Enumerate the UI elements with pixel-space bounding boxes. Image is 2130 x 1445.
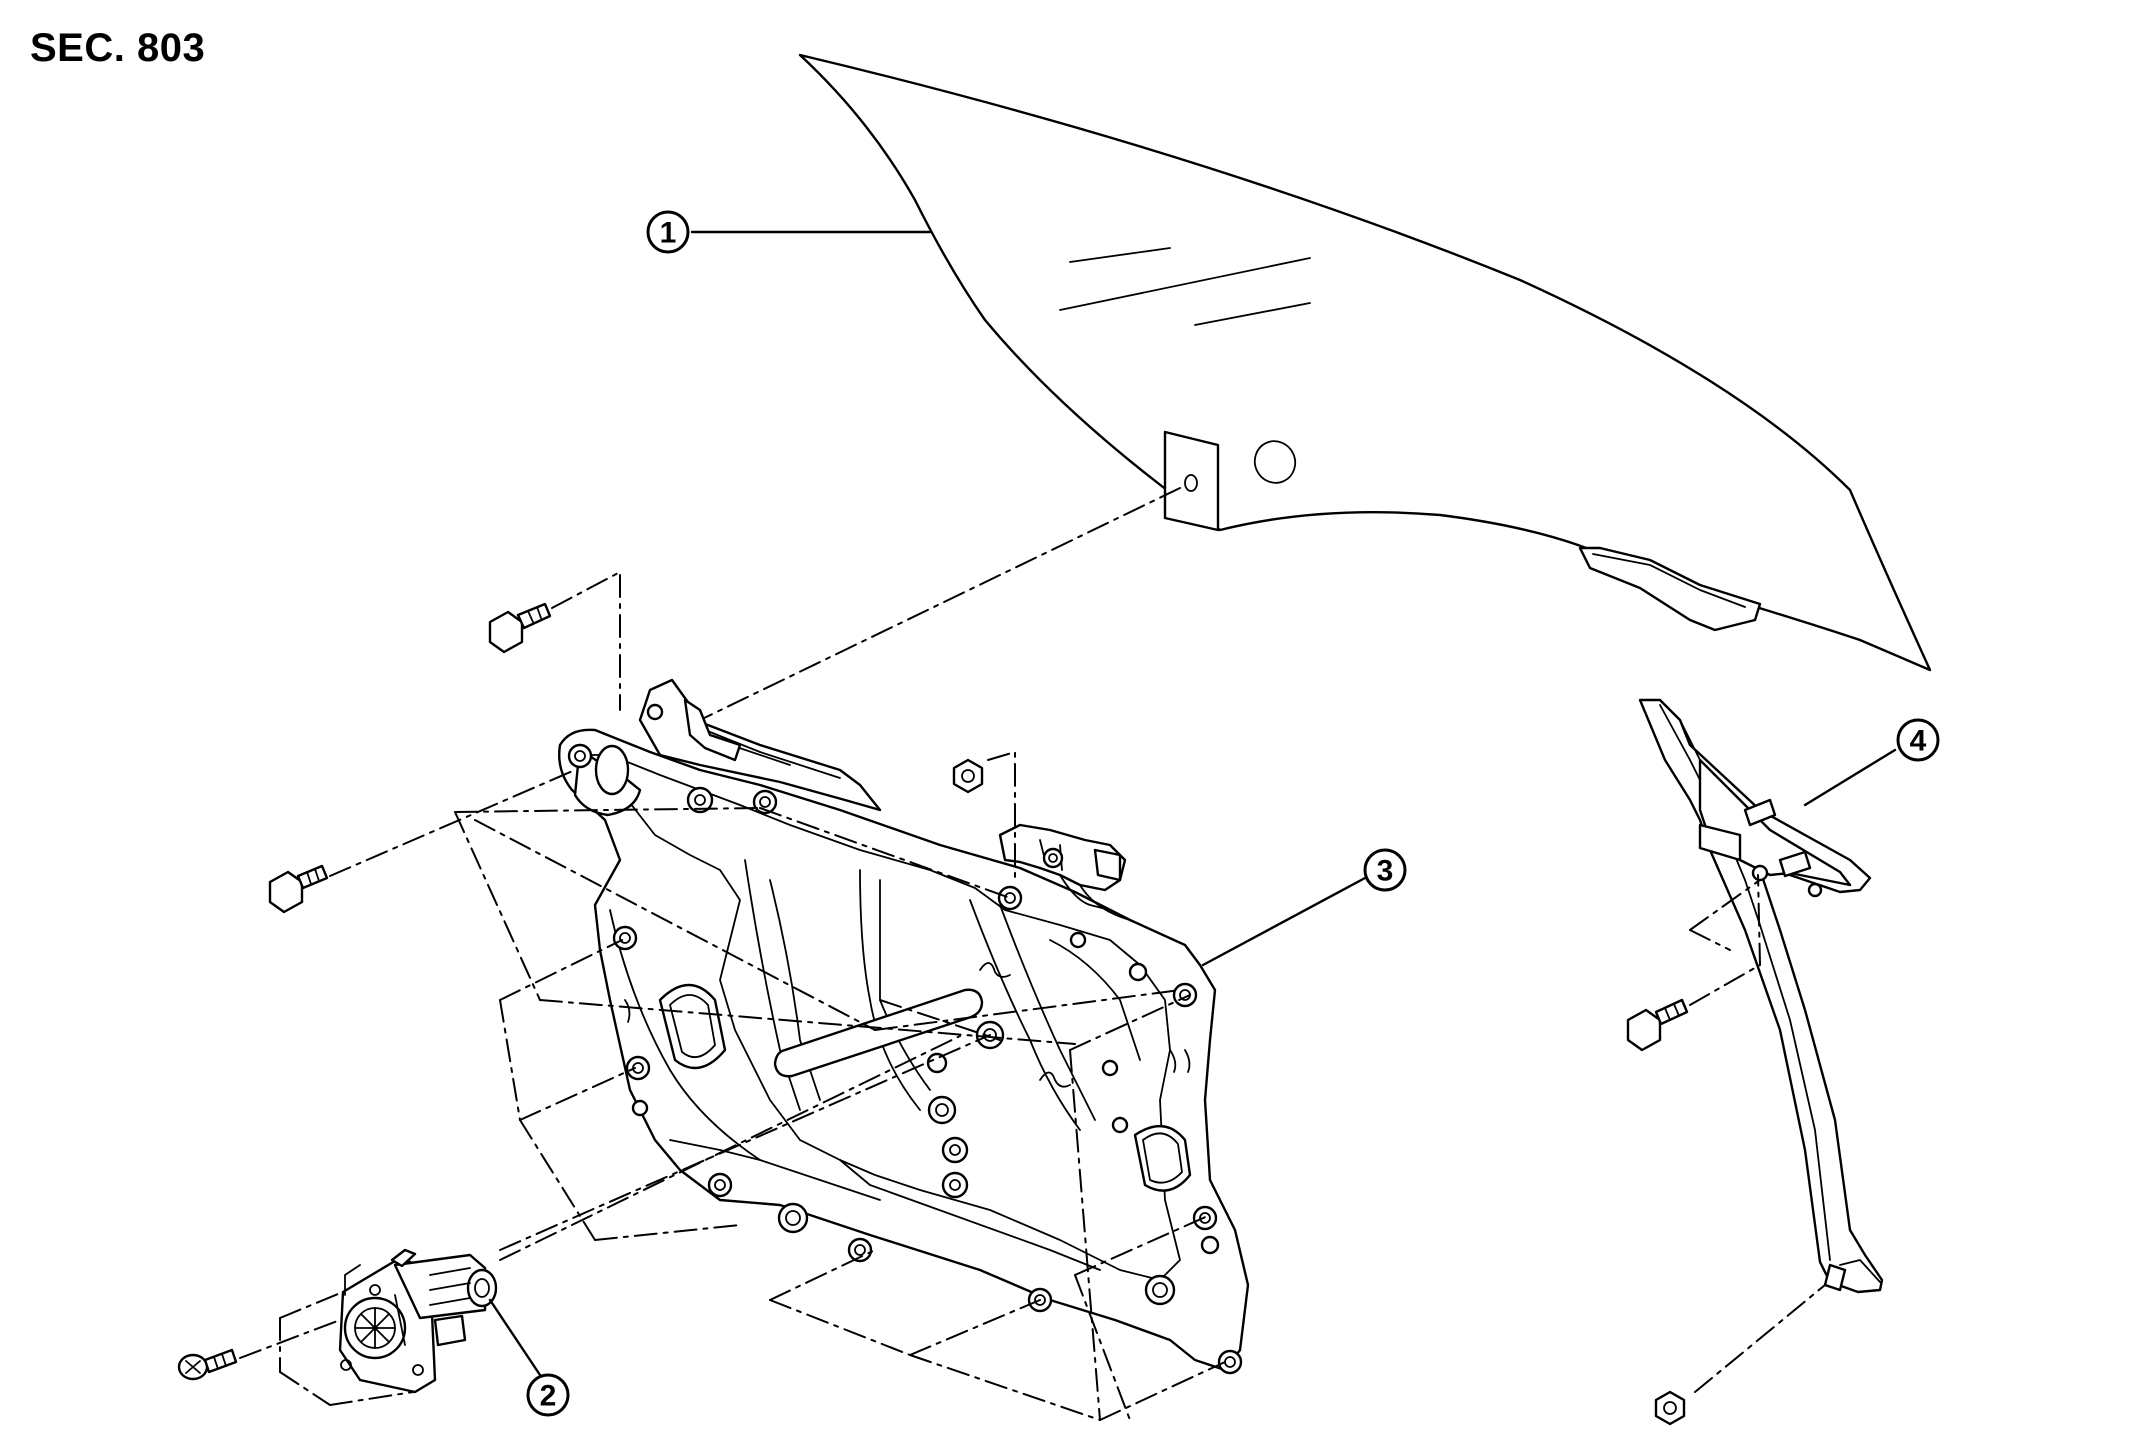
motor-alignment-lines	[239, 1035, 961, 1406]
callout-2-label: 2	[540, 1380, 557, 1413]
guide-rail-nut	[1654, 1390, 1686, 1426]
upper-bolt-alignment	[551, 570, 621, 711]
glass-tab-alignment-line	[699, 487, 1181, 721]
regulator-panel-alignment-lines	[454, 807, 1226, 1421]
side-bolt-alignment	[329, 769, 576, 877]
upper-bolt	[488, 602, 552, 654]
callout-4-label: 4	[1910, 725, 1927, 758]
callout-4-leader	[1803, 748, 1897, 807]
motor-screw	[177, 1348, 238, 1381]
mounting-holes	[567, 743, 1243, 1375]
door-glass	[798, 53, 1932, 672]
window-regulator-panel	[558, 678, 1250, 1375]
callout-1-label: 1	[660, 217, 677, 250]
rear-guide-rail	[1638, 698, 1884, 1294]
guide-rail-bolt	[1626, 998, 1689, 1052]
callout-3-leader	[1201, 876, 1367, 967]
regulator-motor	[338, 1248, 498, 1394]
callout-2: 2	[526, 1373, 570, 1417]
upper-right-nut-alignment	[987, 750, 1016, 881]
callout-2-leader	[488, 1298, 542, 1377]
callout-1: 1	[646, 210, 690, 254]
callout-3-label: 3	[1377, 855, 1394, 888]
callout-3: 3	[1363, 848, 1407, 892]
callout-4: 4	[1896, 718, 1940, 762]
upper-right-nut	[952, 758, 984, 794]
section-label: SEC. 803	[30, 26, 206, 70]
guide-rail-alignment-lines	[1689, 874, 1826, 1393]
side-bolt	[268, 864, 329, 914]
